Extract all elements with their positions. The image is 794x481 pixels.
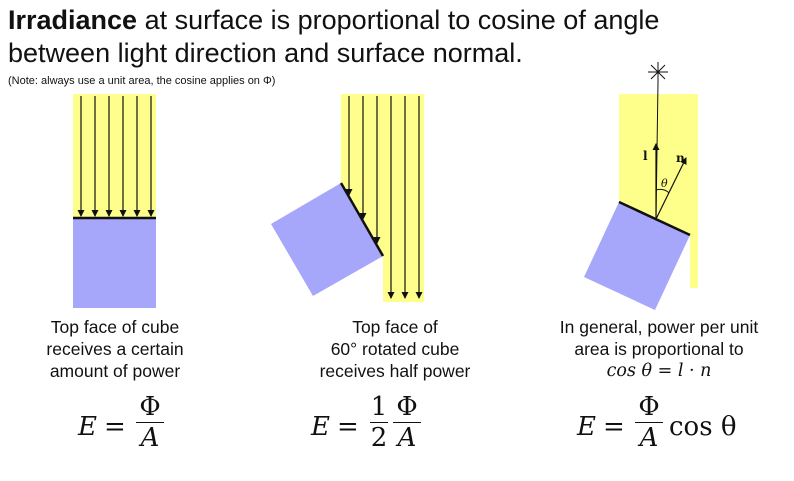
denominator: A [393, 422, 421, 453]
caption-line: receives a certain [46, 339, 184, 359]
numerator: Φ [139, 392, 161, 422]
title-keyword: Irradiance [8, 5, 138, 35]
cube-face [73, 218, 156, 308]
equation-3: E = Φ A cos θ [577, 388, 787, 468]
normal-label: n [676, 151, 685, 165]
fraction: Φ A [136, 392, 164, 453]
caption-line: In general, power per unit [559, 317, 759, 337]
denominator: A [635, 422, 663, 453]
eq-lhs: E [78, 412, 97, 442]
note-text: (Note: always use a unit area, the cosin… [8, 75, 276, 87]
caption-line: amount of power [49, 361, 181, 381]
denominator: A [136, 422, 164, 453]
fraction: Φ A [635, 392, 663, 453]
panel1-diagram [73, 94, 156, 308]
panel2-diagram [271, 94, 424, 302]
caption-line: area is proportional to [574, 339, 744, 359]
panel3-caption: In general, power per unit area is propo… [528, 316, 790, 382]
eq-lhs: E [577, 412, 596, 442]
surface-line [339, 182, 385, 257]
numerator: 1 [370, 392, 388, 422]
cube-face [271, 183, 383, 296]
eq-equals: = [603, 412, 625, 442]
caption-math: cos θ = l · n [606, 361, 712, 381]
eq-lhs: E [311, 412, 330, 442]
eq-equals: = [104, 412, 126, 442]
normal-vector [655, 157, 687, 220]
light-direction-label: l [643, 149, 648, 163]
surface-line [618, 200, 691, 237]
eq-cos-term: cos θ [669, 412, 737, 442]
light-beam [341, 94, 424, 302]
angle-arc [655, 188, 670, 194]
cube-face [584, 202, 690, 310]
numerator: Φ [396, 392, 418, 422]
equation-2: E = 1 2 Φ A [311, 388, 471, 468]
light-rays [345, 96, 423, 299]
numerator: Φ [638, 392, 660, 422]
panel3-diagram: l n θ [584, 62, 698, 310]
light-beam [619, 94, 698, 288]
caption-line: 60° rotated cube [330, 339, 460, 359]
title-line1-rest: at surface is proportional to cosine of … [137, 5, 660, 35]
slide-title: Irradiance at surface is proportional to… [8, 4, 788, 70]
panel2-caption: Top face of 60° rotated cube receives ha… [300, 316, 490, 382]
title-line2: between light direction and surface norm… [8, 38, 523, 68]
denominator: 2 [370, 422, 388, 453]
light-rays [77, 96, 155, 217]
light-beam [73, 94, 156, 218]
caption-line: Top face of [352, 317, 438, 337]
fraction: Φ A [393, 392, 421, 453]
caption-line: receives half power [319, 361, 471, 381]
coefficient-fraction: 1 2 [370, 392, 388, 453]
caption-line: Top face of cube [50, 317, 180, 337]
eq-equals: = [337, 412, 359, 442]
panel1-caption: Top face of cube receives a certain amou… [20, 316, 210, 382]
light-source-icon [648, 62, 668, 82]
angle-label: θ [661, 177, 668, 190]
equation-1: E = Φ A [78, 388, 218, 468]
